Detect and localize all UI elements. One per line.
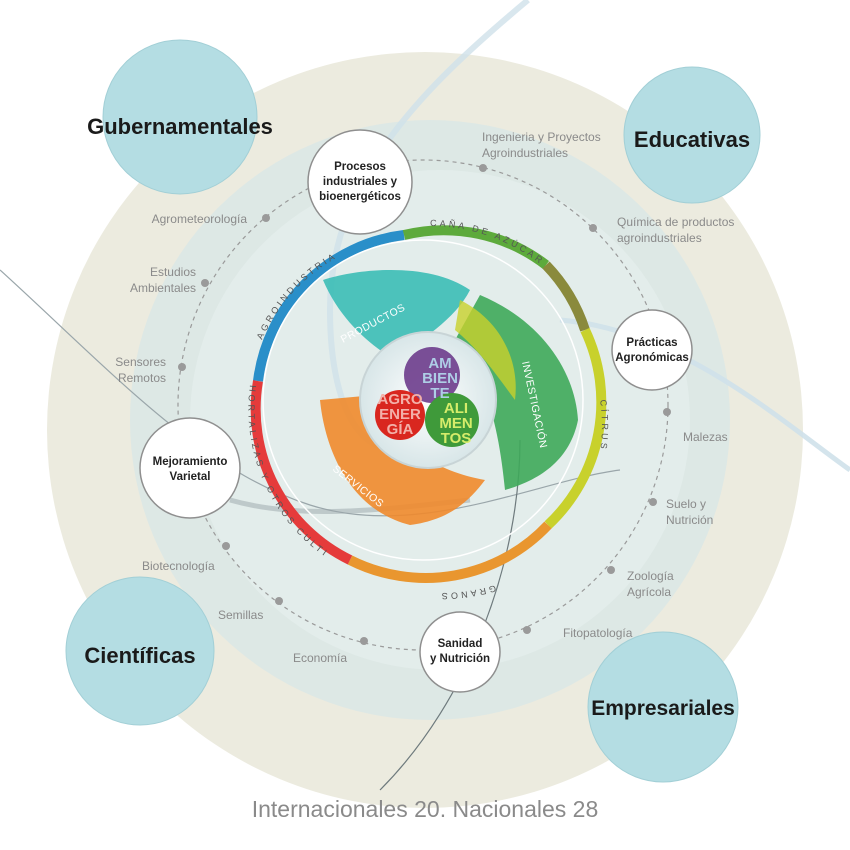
- ring-segment-citrus: [544, 327, 607, 529]
- svg-text:Agronómicas: Agronómicas: [615, 352, 689, 364]
- node-sanidad[interactable]: Sanidad y Nutrición: [419, 611, 501, 693]
- svg-text:Remotos: Remotos: [118, 371, 166, 385]
- node-mejoramiento[interactable]: Mejoramiento Varietal: [139, 417, 241, 519]
- swoosh-line-3: [559, 317, 850, 473]
- svg-text:ENER: ENER: [379, 406, 421, 423]
- svg-text:TOS: TOS: [441, 430, 472, 447]
- svg-text:Prácticas: Prácticas: [626, 337, 677, 349]
- category-empresariales[interactable]: Empresariales: [587, 631, 739, 783]
- svg-text:agroindustriales: agroindustriales: [617, 231, 702, 245]
- svg-text:Sanidad: Sanidad: [438, 638, 483, 650]
- svg-text:industriales y: industriales y: [323, 176, 398, 188]
- ring-inner-stroke: [262, 239, 584, 561]
- outer-label-malezas: Malezas: [683, 430, 728, 444]
- ring-label-citrus: CÍTRUS: [598, 399, 610, 452]
- svg-text:Varietal: Varietal: [170, 471, 211, 483]
- svg-text:AM: AM: [428, 355, 451, 372]
- petal-productos: [323, 269, 470, 360]
- svg-text:Agroindustriales: Agroindustriales: [482, 146, 568, 160]
- center-ambiente: AM BIEN TE: [422, 355, 458, 402]
- center-ambiente-blob: [404, 347, 460, 403]
- svg-text:MEN: MEN: [439, 415, 472, 432]
- svg-text:TE: TE: [430, 385, 449, 402]
- svg-text:Educativas: Educativas: [634, 127, 750, 152]
- svg-text:y Nutrición: y Nutrición: [430, 653, 490, 665]
- svg-text:Ingenieria y Proyectos: Ingenieria y Proyectos: [482, 130, 601, 144]
- ring-segment-cana-olive: [542, 261, 590, 332]
- swoosh-line-2: [0, 269, 621, 517]
- center-agroenergia: AGRO ENER GÍA: [378, 391, 423, 438]
- petal-accent-yellow: [455, 300, 516, 400]
- svg-text:Procesos: Procesos: [334, 161, 386, 173]
- outer-label-fitopatologia: Fitopatología: [563, 626, 633, 640]
- outer-label-zoologia: Zoología Agrícola: [627, 569, 674, 599]
- ring-segment-hortalizas: [250, 380, 353, 565]
- ring-segment-cana: [402, 225, 550, 269]
- svg-text:Nutrición: Nutrición: [666, 513, 713, 527]
- category-educativas[interactable]: Educativas: [623, 66, 761, 204]
- outer-label-suelo: Suelo y Nutrición: [666, 497, 713, 527]
- svg-text:Mejoramiento: Mejoramiento: [153, 456, 228, 468]
- sector-ring: [250, 225, 607, 583]
- svg-text:bioenergéticos: bioenergéticos: [319, 191, 401, 203]
- ring-segment-agroindustria: [253, 230, 405, 382]
- svg-text:GÍA: GÍA: [387, 421, 414, 438]
- svg-text:Química de productos: Química de productos: [617, 215, 734, 229]
- center-alimentos: ALI MEN TOS: [439, 400, 472, 447]
- node-practicas[interactable]: Prácticas Agronómicas: [611, 309, 693, 391]
- svg-text:Agrícola: Agrícola: [627, 585, 671, 599]
- svg-text:Empresariales: Empresariales: [591, 697, 735, 720]
- outer-label-economia: Economía: [293, 651, 347, 665]
- center-agroenergia-blob: [375, 390, 425, 440]
- category-cientificas[interactable]: Científicas: [65, 576, 215, 726]
- outer-label-quimica: Química de productos agroindustriales: [617, 215, 734, 245]
- orbit-dots: [178, 164, 671, 645]
- center-alimentos-blob: [425, 393, 479, 447]
- svg-text:Suelo y: Suelo y: [666, 497, 706, 511]
- svg-text:Gubernamentales: Gubernamentales: [87, 114, 273, 139]
- outer-label-ingenieria: Ingenieria y Proyectos Agroindustriales: [482, 130, 601, 160]
- outer-label-estudios: Estudios Ambientales: [130, 265, 196, 295]
- ring-segment-granos: [347, 521, 552, 583]
- node-procesos[interactable]: Procesos industriales y bioenergéticos: [307, 129, 413, 235]
- outer-label-agrometeorologia: Agrometeorología: [152, 212, 248, 226]
- svg-text:ALI: ALI: [444, 400, 468, 417]
- svg-text:Ambientales: Ambientales: [130, 281, 196, 295]
- svg-text:Estudios: Estudios: [150, 265, 196, 279]
- svg-text:BIEN: BIEN: [422, 370, 458, 387]
- outer-label-semillas: Semillas: [218, 608, 263, 622]
- svg-text:Sensores: Sensores: [115, 355, 166, 369]
- svg-text:Zoología: Zoología: [627, 569, 674, 583]
- outer-label-biotecnologia: Biotecnología: [142, 559, 215, 573]
- footer-counts: Internacionales 20. Nacionales 28: [251, 796, 599, 822]
- category-gubernamentales[interactable]: Gubernamentales: [87, 39, 273, 195]
- outer-label-sensores: Sensores Remotos: [115, 355, 166, 385]
- svg-text:Científicas: Científicas: [84, 643, 195, 668]
- svg-text:AGRO: AGRO: [378, 391, 423, 408]
